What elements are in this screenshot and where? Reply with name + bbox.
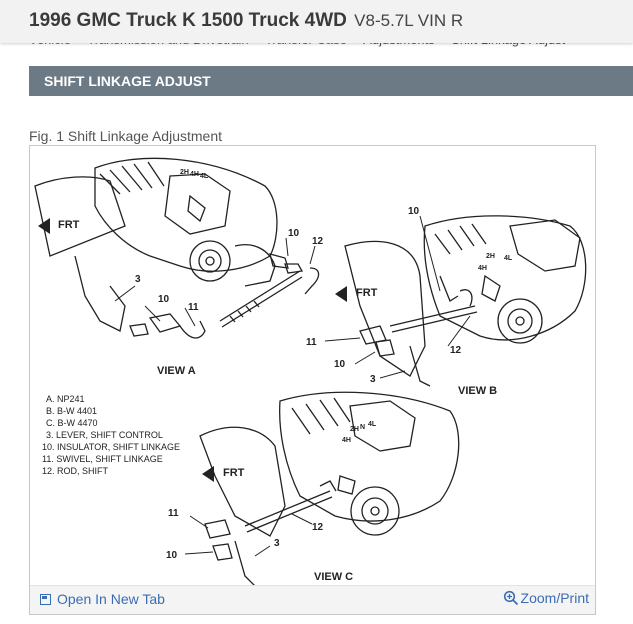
shift-n-c: N [360,424,365,431]
figure-frame: FRT FRT FRT VIEW A VIEW B VIEW C 2H 4H 4… [29,145,596,615]
new-tab-icon [40,594,51,605]
frt-label-c: FRT [223,467,245,479]
zoom-print-link[interactable]: Zoom/Print [503,590,589,606]
callout-10-b: 10 [334,359,346,370]
callout-12-a: 12 [312,236,324,247]
shift-4h-c: 4H [342,437,351,444]
callout-12-b: 12 [450,345,462,356]
view-a-label: VIEW A [157,365,196,377]
callout-11-c: 11 [168,508,179,519]
figure-caption: Fig. 1 Shift Linkage Adjustment [29,128,222,144]
zoom-icon [503,590,518,606]
callout-11-a: 11 [188,302,199,313]
open-in-new-tab-link[interactable]: Open In New Tab [40,591,165,607]
callout-10-c: 10 [166,550,178,561]
callout-11-b: 11 [306,337,317,348]
parts-legend: A. NP241 B. B-W 4401 C. B-W 4470 3. LEVE… [42,394,180,476]
legend-line-3: 3. LEVER, SHIFT CONTROL [46,430,163,440]
frt-label-b: FRT [356,287,378,299]
callout-10-a-left: 10 [158,294,170,305]
shift-2h-a: 2H [180,169,189,176]
shift-4l-a: 4L [200,173,209,180]
callout-3-c: 3 [274,538,280,549]
shift-linkage-diagram[interactable]: FRT FRT FRT VIEW A VIEW B VIEW C 2H 4H 4… [30,146,595,586]
legend-line-10: 10. INSULATOR, SHIFT LINKAGE [42,442,180,452]
legend-line-a: A. NP241 [46,394,85,404]
callout-12-c: 12 [312,522,324,533]
engine-spec: V8-5.7L VIN R [354,11,464,30]
callout-10-a-right: 10 [288,228,300,239]
frt-label-a: FRT [58,219,80,231]
callout-10-b-top: 10 [408,206,420,217]
legend-line-11: 11. SWIVEL, SHIFT LINKAGE [42,454,163,464]
callout-3-b: 3 [370,374,376,385]
shift-4h-b: 4H [478,265,487,272]
vehicle-name: 1996 GMC Truck K 1500 Truck 4WD [29,10,347,31]
section-header: SHIFT LINKAGE ADJUST [29,66,633,96]
figure-footer: Open In New Tab Zoom/Print [30,585,595,614]
page-header: 1996 GMC Truck K 1500 Truck 4WD V8-5.7L … [0,0,633,43]
shift-4l-b: 4L [504,255,513,262]
legend-line-b: B. B-W 4401 [46,406,97,416]
legend-line-c: C. B-W 4470 [46,418,98,428]
open-in-new-tab-label: Open In New Tab [57,591,165,607]
shift-4h-a: 4H [190,171,199,178]
vehicle-title: 1996 GMC Truck K 1500 Truck 4WD V8-5.7L … [29,10,463,32]
callout-3-a: 3 [135,274,141,285]
legend-line-12: 12. ROD, SHIFT [42,466,109,476]
shift-2h-b: 2H [486,253,495,260]
view-c-label: VIEW C [314,571,353,583]
shift-2h-c: 2H [350,426,359,433]
shift-4l-c: 4L [368,421,377,428]
zoom-print-label: Zoom/Print [520,590,589,606]
view-b-label: VIEW B [458,385,497,397]
